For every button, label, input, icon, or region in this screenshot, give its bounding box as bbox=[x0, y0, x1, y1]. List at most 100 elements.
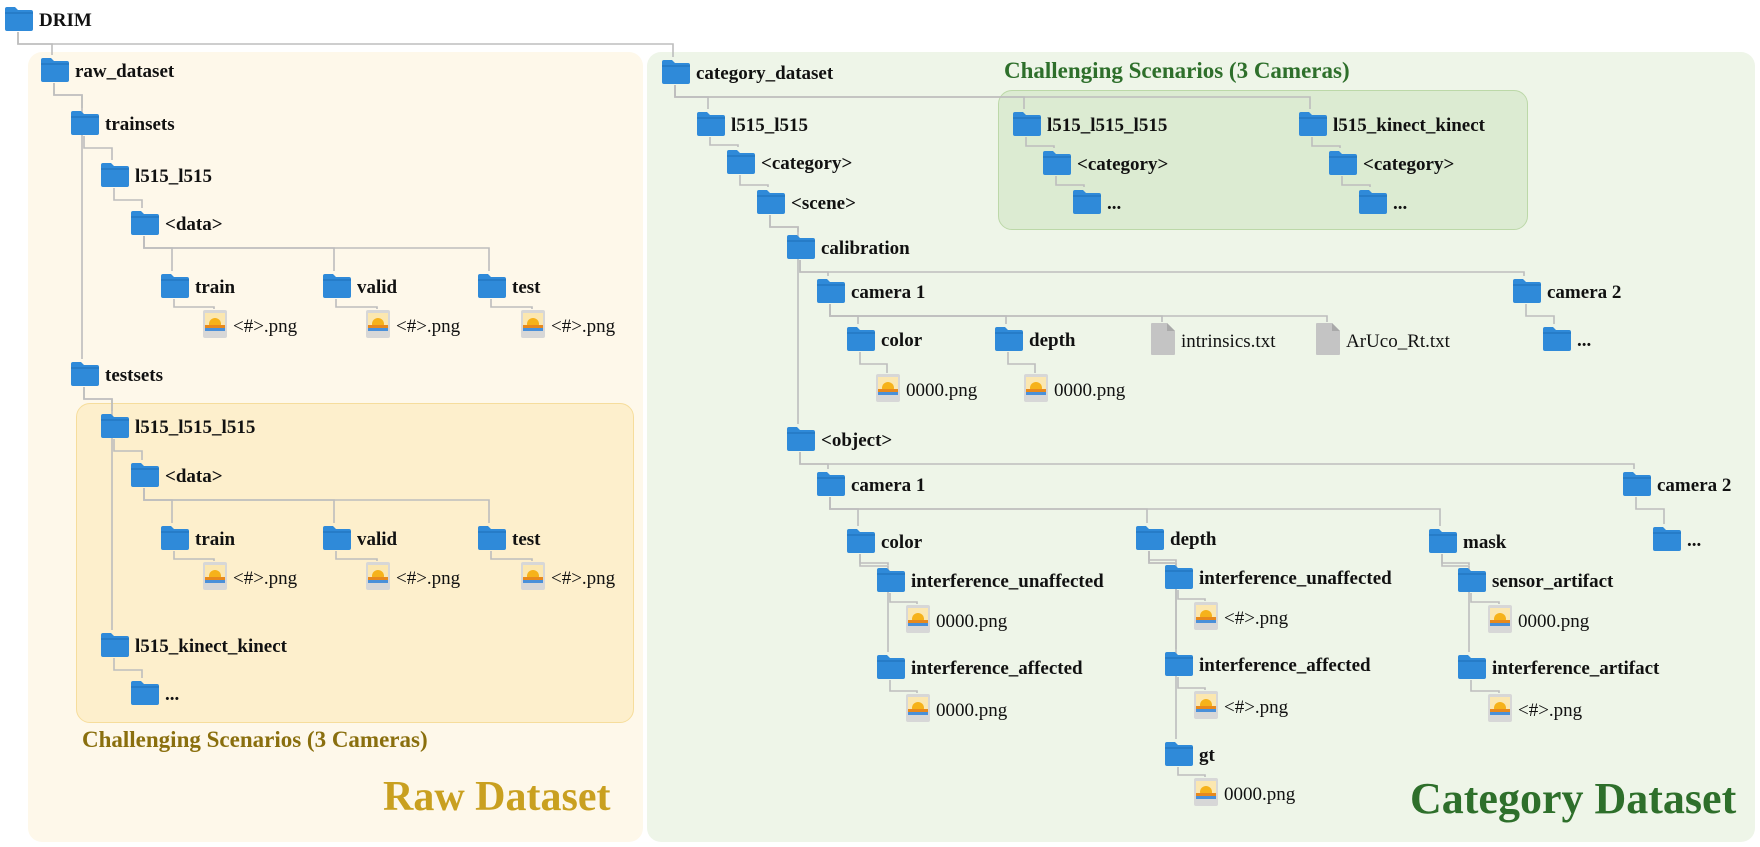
node-label: l515_kinect_kinect bbox=[135, 636, 287, 657]
category-dataset-title: Category Dataset bbox=[1410, 774, 1737, 823]
folder-icon bbox=[846, 324, 876, 358]
folder-icon bbox=[160, 271, 190, 305]
folder-obj_color: color bbox=[846, 526, 922, 560]
folder-icon bbox=[1012, 109, 1042, 143]
image-file-icon bbox=[875, 373, 901, 409]
connector-cd_l515-cd_category bbox=[709, 137, 739, 147]
connector-cal_color-cal_color_png bbox=[859, 352, 888, 373]
folder-icon bbox=[70, 108, 100, 142]
folder-tr_l515: l515_l515 bbox=[100, 160, 212, 194]
folder-icon bbox=[322, 523, 352, 557]
file-cal_depth_png: 0000.png bbox=[1023, 373, 1125, 409]
folder-icon bbox=[477, 271, 507, 305]
connector-od_gt-od_gt_png bbox=[1177, 767, 1206, 777]
folder-icon bbox=[100, 630, 130, 664]
folder-ts_l515: l515_l515_l515 bbox=[100, 411, 255, 445]
node-label: intrinsics.txt bbox=[1181, 331, 1276, 352]
file-oc_unaff_png: 0000.png bbox=[905, 604, 1007, 640]
folder-icon bbox=[100, 160, 130, 194]
node-label: valid bbox=[357, 529, 398, 550]
node-label: <data> bbox=[165, 466, 223, 487]
folder-obj_cam2: camera 2 bbox=[1622, 469, 1731, 503]
connector-cal_depth-cal_depth_png bbox=[1007, 352, 1036, 373]
folder-icon bbox=[130, 460, 160, 494]
node-label: interference_affected bbox=[1199, 655, 1371, 676]
node-label: DRIM bbox=[39, 10, 92, 31]
folder-raw_dataset: raw_dataset bbox=[40, 55, 174, 89]
node-label: train bbox=[195, 277, 236, 298]
node-label: interference_unaffected bbox=[1199, 568, 1392, 589]
folder-ch_kin: l515_kinect_kinect bbox=[1298, 109, 1485, 143]
connector-ts_kinect-ts_kinect_more bbox=[113, 658, 143, 678]
connector-tr_valid-tr_valid_png bbox=[335, 299, 378, 309]
connector-ts_l515-ts_data bbox=[113, 439, 143, 460]
connector-ts_data-ts_test bbox=[143, 488, 490, 523]
image-file-icon bbox=[1023, 373, 1049, 409]
file-om_sensor_png: 0000.png bbox=[1487, 604, 1589, 640]
text-file-icon bbox=[1150, 322, 1176, 362]
raw-challenge-label: Challenging Scenarios (3 Cameras) bbox=[82, 727, 428, 752]
node-label: <category> bbox=[761, 153, 853, 174]
node-label: l515_l515_l515 bbox=[135, 417, 256, 438]
connector-category_dataset-ch_kin bbox=[674, 85, 1311, 109]
connector-tr_train-tr_train_png bbox=[173, 299, 215, 309]
connector-obj_cam2-obj_cam2_more bbox=[1635, 497, 1665, 524]
folder-object: <object> bbox=[786, 424, 892, 458]
image-file-icon bbox=[1193, 601, 1219, 637]
folder-icon bbox=[1042, 148, 1072, 182]
folder-icon bbox=[322, 271, 352, 305]
connector-drim-category_dataset bbox=[17, 32, 674, 57]
connector-ch_kin_cat-ch_kin_more bbox=[1341, 176, 1371, 187]
node-label: depth bbox=[1029, 330, 1076, 351]
node-label: calibration bbox=[821, 238, 910, 259]
connector-raw_dataset-testsets bbox=[53, 83, 83, 359]
folder-icon bbox=[786, 424, 816, 458]
connector-trainsets-tr_l515 bbox=[83, 136, 113, 160]
node-label: camera 1 bbox=[851, 282, 926, 303]
folder-cd_category: <category> bbox=[726, 147, 852, 181]
node-label: testsets bbox=[105, 365, 164, 386]
connector-obj_color-oc_aff bbox=[859, 554, 889, 652]
folder-icon bbox=[40, 55, 70, 89]
connector-tr_data-tr_test bbox=[143, 236, 490, 271]
folder-ts_test: test bbox=[477, 523, 540, 557]
image-file-icon bbox=[905, 693, 931, 729]
connector-calibration-cal_cam2 bbox=[799, 260, 1525, 276]
connector-ts_valid-ts_valid_png bbox=[335, 551, 378, 561]
folder-icon bbox=[1542, 324, 1572, 358]
node-label: sensor_artifact bbox=[1492, 571, 1614, 592]
node-label: <#>.png bbox=[1224, 608, 1289, 629]
file-oc_aff_png: 0000.png bbox=[905, 693, 1007, 729]
folder-icon bbox=[1358, 187, 1388, 221]
node-label: <#>.png bbox=[551, 568, 616, 589]
node-label: ... bbox=[1577, 330, 1592, 351]
image-file-icon bbox=[1193, 690, 1219, 726]
node-label: ... bbox=[1107, 193, 1122, 214]
folder-ch_l515_cat: <category> bbox=[1042, 148, 1168, 182]
folder-trainsets: trainsets bbox=[70, 108, 175, 142]
node-label: train bbox=[195, 529, 236, 550]
folder-icon bbox=[696, 109, 726, 143]
image-file-icon bbox=[365, 309, 391, 345]
folder-icon bbox=[1164, 739, 1194, 773]
file-od_gt_png: 0000.png bbox=[1193, 777, 1295, 813]
folder-icon bbox=[130, 678, 160, 712]
file-tr_valid_png: <#>.png bbox=[365, 309, 460, 345]
node-label: interference_affected bbox=[911, 658, 1083, 679]
node-label: ... bbox=[165, 684, 180, 705]
folder-obj_cam1: camera 1 bbox=[816, 469, 925, 503]
image-file-icon bbox=[520, 561, 546, 597]
image-file-icon bbox=[202, 309, 228, 345]
folder-icon bbox=[1457, 652, 1487, 686]
folder-om_sensor: sensor_artifact bbox=[1457, 565, 1613, 599]
folder-icon bbox=[876, 652, 906, 686]
node-label: interference_artifact bbox=[1492, 658, 1660, 679]
image-file-icon bbox=[1193, 777, 1219, 813]
image-file-icon bbox=[202, 561, 228, 597]
node-label: <#>.png bbox=[233, 316, 298, 337]
folder-icon bbox=[846, 526, 876, 560]
file-ts_valid_png: <#>.png bbox=[365, 561, 460, 597]
node-label: ArUco_Rt.txt bbox=[1346, 331, 1450, 352]
folder-cal_depth: depth bbox=[994, 324, 1075, 358]
image-file-icon bbox=[1487, 693, 1513, 729]
